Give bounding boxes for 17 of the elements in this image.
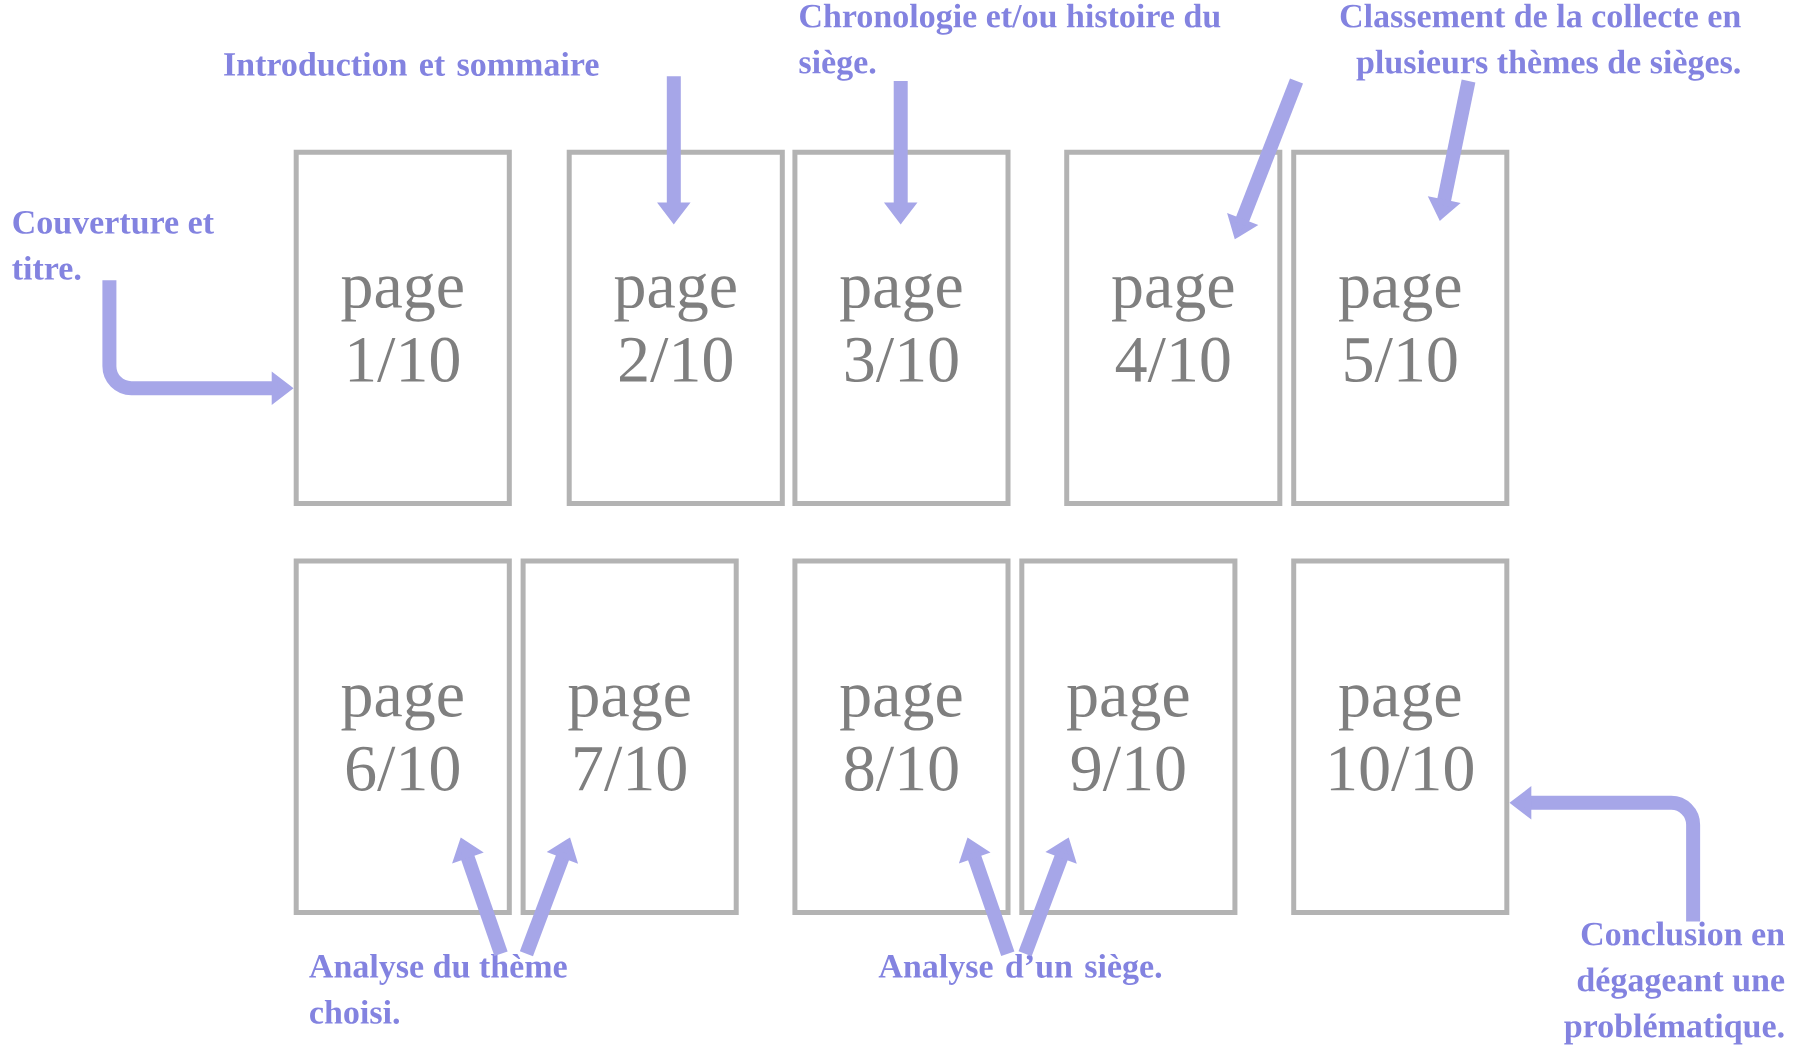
callout-text: Chronologie et/ou histoire du siège. bbox=[799, 3, 1221, 81]
page-box: page 1/10 bbox=[293, 149, 512, 506]
callout-text: Couverture et titre. bbox=[12, 211, 214, 280]
callout-text: Conclusion en dégageant une problématique. bbox=[1564, 921, 1785, 1045]
page-box: page 6/10 bbox=[293, 558, 512, 915]
page-box: page 10/10 bbox=[1291, 558, 1510, 915]
callout-text: Classement de la collecte en plusieurs thèmes de sièges. bbox=[1340, 3, 1741, 81]
callout-text: Analyse du thème choisi. bbox=[309, 953, 567, 1024]
page-box: page 5/10 bbox=[1291, 149, 1510, 506]
callout-text: Introduction et sommaire bbox=[224, 52, 599, 76]
page-box: page 8/10 bbox=[792, 558, 1011, 915]
page-box: page 2/10 bbox=[566, 149, 785, 506]
callout-text: Analyse d’un siège. bbox=[878, 953, 1162, 986]
page-box: page 7/10 bbox=[520, 558, 739, 915]
page-box: page 4/10 bbox=[1064, 149, 1283, 506]
page-box: page 3/10 bbox=[792, 149, 1011, 506]
page-box: page 9/10 bbox=[1019, 558, 1238, 915]
